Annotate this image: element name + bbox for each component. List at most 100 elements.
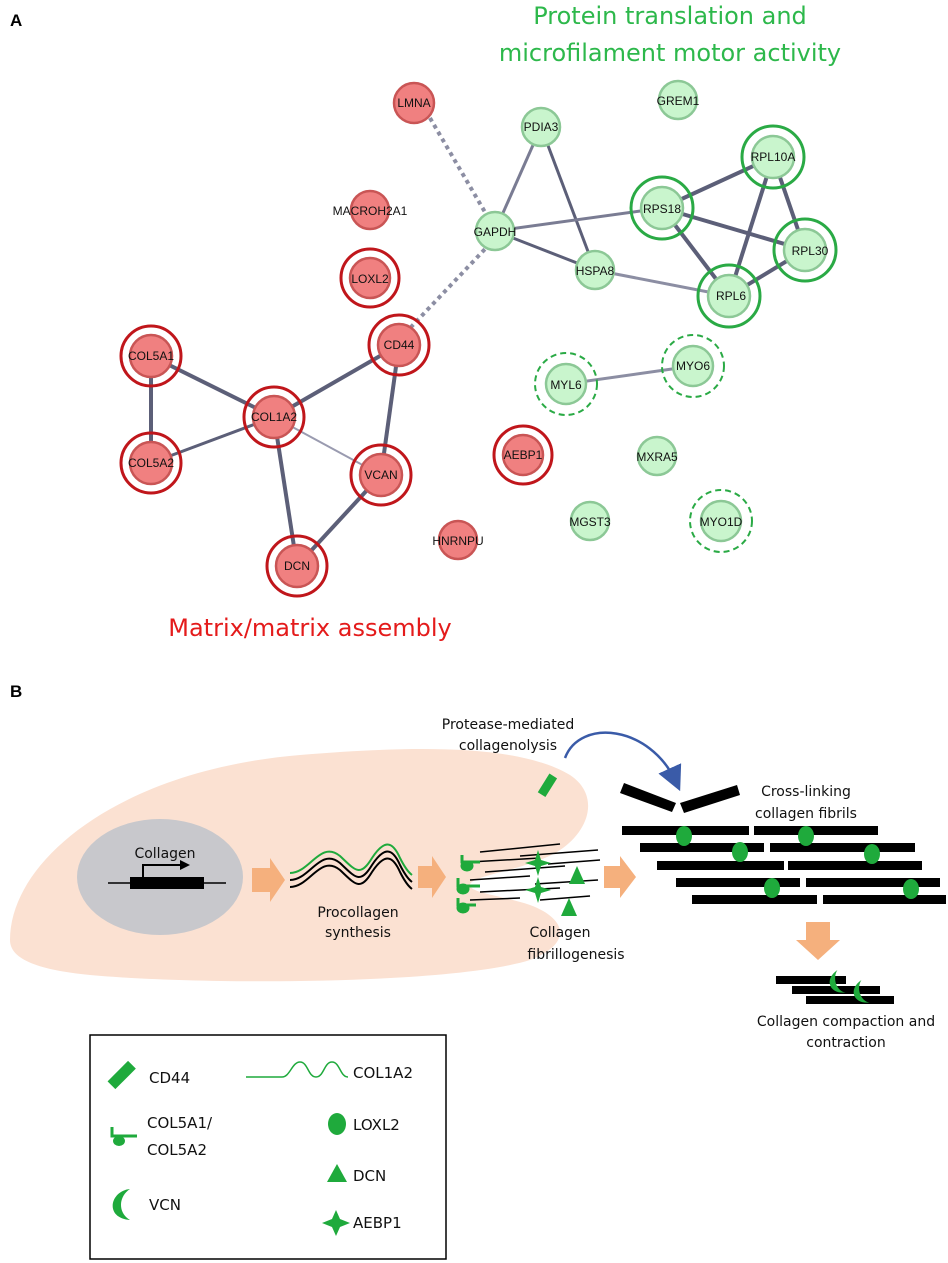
compaction-label-line1: Collagen compaction and <box>757 1014 935 1030</box>
node-grem1[interactable]: GREM1 <box>657 79 700 121</box>
green-cluster-title-line1: Protein translation and <box>533 2 807 30</box>
dcn-marker <box>561 898 577 916</box>
aebp1-legend-icon <box>322 1210 350 1236</box>
edge-cd44-gapdh <box>392 246 488 347</box>
protease-arrow <box>563 731 682 792</box>
svg-text:HSPA8: HSPA8 <box>576 264 615 278</box>
node-pdia3[interactable]: PDIA3 <box>520 106 562 148</box>
svg-text:PDIA3: PDIA3 <box>524 120 559 134</box>
loxl2-legend-icon <box>328 1113 346 1135</box>
node-cd44[interactable]: CD44 <box>367 313 431 377</box>
edge-rps18-rpl30 <box>661 206 806 252</box>
vcn-legend-icon <box>112 1189 130 1220</box>
aebp1-marker <box>525 850 551 876</box>
crosslink-label-line1: Cross-linking <box>761 784 851 800</box>
node-aebp1[interactable]: AEBP1 <box>492 424 554 486</box>
node-rpl6[interactable]: RPL6 <box>696 263 762 329</box>
legend-aebp1: AEBP1 <box>353 1214 402 1232</box>
node-col5a1[interactable]: COL5A1 <box>119 324 183 388</box>
col1a2-legend-icon <box>246 1061 349 1078</box>
svg-text:RPL10A: RPL10A <box>751 150 796 164</box>
legend-loxl2: LOXL2 <box>353 1116 400 1134</box>
promoter-arrow <box>142 864 182 877</box>
node-macroh2a1[interactable]: MACROH2A1 <box>333 189 408 231</box>
edge-col1a2-dcn <box>272 416 299 567</box>
node-col1a2[interactable]: COL1A2 <box>242 385 306 449</box>
svg-text:COL5A1: COL5A1 <box>128 349 174 363</box>
compaction-label-line2: contraction <box>806 1035 885 1051</box>
node-rpl10a[interactable]: RPL10A <box>740 124 806 190</box>
svg-text:MYO1D: MYO1D <box>700 515 743 529</box>
protease-label-line2: collagenolysis <box>459 738 557 754</box>
process-arrow-2 <box>418 856 446 898</box>
cleaved-fibril-right <box>680 785 740 813</box>
edge-col5a1-col1a2 <box>150 354 275 419</box>
svg-text:HNRNPU: HNRNPU <box>432 534 483 548</box>
panel-b-label: B <box>10 682 22 701</box>
svg-text:MYO6: MYO6 <box>676 359 710 373</box>
green-nodes: PDIA3 GAPDH HSPA8 GREM1 RPS18 RPL10A RPL… <box>474 79 838 553</box>
green-cluster-title-line2: microfilament motor activity <box>499 39 841 67</box>
legend-box <box>89 1034 447 1260</box>
svg-text:RPL6: RPL6 <box>716 289 746 303</box>
red-nodes: LMNA MACROH2A1 LOXL2 COL5A1 COL5A2 COL1A… <box>119 81 554 598</box>
fibrillogenesis-label-line1: Collagen <box>529 925 590 941</box>
dcn-legend-icon <box>327 1164 347 1182</box>
legend-cd44: CD44 <box>149 1069 190 1087</box>
fibrillogenesis-cluster <box>456 843 601 916</box>
svg-text:COL1A2: COL1A2 <box>251 410 297 424</box>
protease-label-line1: Protease-mediated <box>442 717 574 733</box>
svg-text:COL5A2: COL5A2 <box>128 456 174 470</box>
loxl2-crosslinks <box>676 826 919 899</box>
legend-col5a1-line2: COL5A2 <box>147 1141 207 1159</box>
svg-text:LOXL2: LOXL2 <box>351 272 389 286</box>
node-rps18[interactable]: RPS18 <box>629 175 695 241</box>
svg-text:VCAN: VCAN <box>364 468 397 482</box>
svg-text:DCN: DCN <box>284 559 310 573</box>
procollagen-label-line2: synthesis <box>325 925 391 941</box>
legend-col5a1-line1: COL5A1/ <box>147 1114 213 1132</box>
node-mgst3[interactable]: MGST3 <box>569 500 611 542</box>
node-hspa8[interactable]: HSPA8 <box>574 249 616 291</box>
crosslink-label-line2: collagen fibrils <box>755 806 857 822</box>
node-col5a2[interactable]: COL5A2 <box>119 431 183 495</box>
procollagen-waves <box>289 843 413 890</box>
process-arrow-1 <box>252 858 285 902</box>
node-vcan[interactable]: VCAN <box>349 443 413 507</box>
svg-text:MGST3: MGST3 <box>569 515 611 529</box>
edge-rpl10a-rpl6 <box>727 156 775 297</box>
cd44-legend-icon <box>107 1060 136 1090</box>
node-mxra5[interactable]: MXRA5 <box>636 435 678 477</box>
edge-gapdh-rps18 <box>494 206 663 233</box>
svg-text:MACROH2A1: MACROH2A1 <box>333 204 408 218</box>
collagen-gene-label: Collagen <box>134 846 195 862</box>
promoter-arrowhead <box>180 860 190 870</box>
node-loxl2[interactable]: LOXL2 <box>339 247 401 309</box>
dcn-marker <box>569 866 585 884</box>
node-hnrnpu[interactable]: HNRNPU <box>432 519 484 561</box>
legend-dcn: DCN <box>353 1167 386 1185</box>
edge-pdia3-hspa8 <box>539 126 597 271</box>
node-myo1d[interactable]: MYO1D <box>689 489 753 553</box>
process-arrow-down <box>796 922 840 960</box>
svg-text:CD44: CD44 <box>384 338 415 352</box>
node-myo6[interactable]: MYO6 <box>661 334 725 398</box>
node-rpl30[interactable]: RPL30 <box>772 217 838 283</box>
svg-text:MYL6: MYL6 <box>550 378 582 392</box>
aebp1-marker <box>525 877 551 903</box>
legend-vcn: VCN <box>149 1196 181 1214</box>
svg-text:GAPDH: GAPDH <box>474 225 517 239</box>
node-lmna[interactable]: LMNA <box>392 81 436 125</box>
network-edges <box>149 116 807 568</box>
node-gapdh[interactable]: GAPDH <box>474 210 517 252</box>
node-myl6[interactable]: MYL6 <box>534 352 598 416</box>
red-cluster-title: Matrix/matrix assembly <box>168 614 451 642</box>
compacted-fibrils <box>776 969 894 1004</box>
svg-text:GREM1: GREM1 <box>657 94 700 108</box>
svg-text:LMNA: LMNA <box>397 96 430 110</box>
edge-col1a2-cd44 <box>273 343 400 419</box>
node-dcn[interactable]: DCN <box>265 534 329 598</box>
panel-a-label: A <box>10 11 22 30</box>
cleaved-fibril-left <box>620 783 676 812</box>
